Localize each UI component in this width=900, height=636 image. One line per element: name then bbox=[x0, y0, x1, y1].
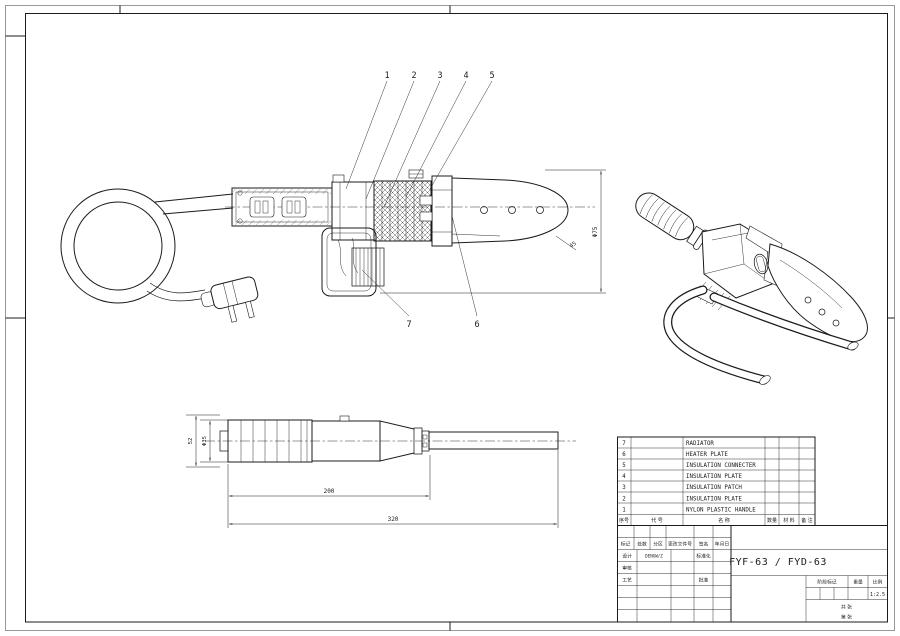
part-name: INSULATION CONNECTER bbox=[686, 463, 756, 469]
part-no: 2 bbox=[622, 496, 626, 502]
label-approve: 批准 bbox=[699, 577, 709, 584]
label-scale: 比例 bbox=[873, 579, 883, 586]
heater-plate bbox=[419, 175, 569, 247]
designer-name: DENGW/Z bbox=[645, 554, 663, 559]
handle-detail-view: Φ35 52 200 320 bbox=[186, 414, 576, 528]
iso-window bbox=[753, 253, 769, 275]
plate-hole bbox=[480, 206, 488, 214]
label-process: 工艺 bbox=[622, 578, 632, 584]
dim-label-200: 200 bbox=[324, 488, 335, 495]
stage-weight-scale: 阶段标记 重量 比例 1:2.5 共 张 第 张 bbox=[817, 579, 885, 621]
callout-6: 6 bbox=[474, 320, 479, 330]
part-no: 3 bbox=[622, 485, 626, 491]
dimension-200: 200 bbox=[227, 455, 431, 500]
title-block: 标记 处数 分区 更改文件号 签名 年月日 设计 DENGW/Z 标准化 审核 … bbox=[617, 525, 888, 623]
parts-rows: 7 RADIATOR 6 HEATER PLATE 5 INSULATION C… bbox=[622, 441, 756, 513]
dimension-body-height: 52 bbox=[186, 414, 220, 468]
power-cord bbox=[146, 282, 207, 302]
screw-icon bbox=[339, 415, 350, 422]
plug-prong bbox=[245, 300, 255, 319]
dim-label-overall: Φ75 bbox=[592, 226, 599, 237]
label-mark: 标记 bbox=[621, 541, 631, 548]
part-name: INSULATION PATCH bbox=[686, 485, 742, 491]
callout-2: 2 bbox=[411, 71, 416, 81]
plate-hole bbox=[804, 296, 812, 304]
plate-hole bbox=[818, 308, 826, 316]
isometric-view bbox=[635, 192, 868, 385]
iso-blade bbox=[767, 243, 868, 342]
label-zone: 分区 bbox=[653, 541, 663, 548]
part-no: 7 bbox=[622, 441, 626, 447]
parts-table: 7 RADIATOR 6 HEATER PLATE 5 INSULATION C… bbox=[617, 436, 816, 526]
scale-value: 1:2.5 bbox=[870, 592, 885, 598]
part-name: HEATER PLATE bbox=[686, 452, 728, 458]
screw-icon bbox=[237, 218, 243, 224]
screw-icon bbox=[237, 190, 243, 196]
revision-labels: 标记 处数 分区 更改文件号 签名 年月日 bbox=[621, 541, 730, 548]
bolt-icon bbox=[332, 174, 345, 183]
header-qty: 数量 bbox=[767, 517, 777, 524]
part-no: 1 bbox=[622, 507, 626, 513]
label-count: 处数 bbox=[637, 541, 647, 548]
insulation-stack bbox=[332, 169, 432, 242]
part-name: INSULATION PLATE bbox=[686, 474, 742, 480]
label-weight: 重量 bbox=[853, 579, 863, 586]
part-name: NYLON PLASTIC HANDLE bbox=[686, 507, 756, 513]
header-material: 材 料 bbox=[783, 517, 795, 524]
label-stage-mark: 阶段标记 bbox=[817, 579, 836, 586]
label-design: 设计 bbox=[622, 553, 632, 560]
iso-grip bbox=[635, 192, 709, 250]
label-changedoc: 更改文件号 bbox=[668, 541, 692, 548]
dim-label-320: 320 bbox=[388, 516, 399, 523]
part-no: 5 bbox=[622, 463, 626, 469]
label-check: 审核 bbox=[622, 565, 632, 572]
clip-icon bbox=[419, 195, 433, 206]
main-section-view: Φ75 45 1 2 3 4 5 7 6 bbox=[60, 71, 606, 330]
label-signature: 签名 bbox=[699, 541, 709, 548]
header-remark: 备 注 bbox=[801, 517, 813, 524]
dim-label-dia: Φ35 bbox=[202, 436, 208, 446]
dimension-320: 320 bbox=[227, 450, 559, 528]
parts-header-row: 序号 代 号 名 称 数量 材 料 备 注 bbox=[619, 517, 813, 524]
radiator-fins bbox=[351, 247, 385, 287]
callout-5: 5 bbox=[489, 71, 494, 81]
sheet-frame bbox=[5, 5, 895, 631]
part-no: 4 bbox=[622, 474, 626, 480]
heating-coil bbox=[60, 188, 234, 304]
dim-label-height: 52 bbox=[188, 438, 194, 445]
header-name: 名 称 bbox=[718, 517, 730, 524]
header-code: 代 号 bbox=[651, 517, 663, 524]
callout-3: 3 bbox=[437, 71, 442, 81]
label-date: 年月日 bbox=[715, 541, 729, 548]
plug-prong bbox=[227, 305, 238, 323]
power-plug bbox=[200, 276, 259, 323]
plate-hole bbox=[508, 206, 516, 214]
dimension-chamfer: 45 bbox=[555, 235, 578, 251]
clip-icon bbox=[419, 211, 433, 222]
dimension-handle-dia: Φ35 bbox=[200, 419, 228, 463]
callout-4: 4 bbox=[463, 71, 468, 81]
plate-hole bbox=[832, 319, 840, 327]
iso-handle-tubes bbox=[663, 285, 859, 385]
dimension-overall-height: Φ75 bbox=[380, 169, 606, 294]
callouts: 1 2 3 4 5 7 6 bbox=[345, 71, 495, 330]
label-standardize: 标准化 bbox=[696, 553, 711, 560]
plate-hole bbox=[536, 206, 544, 214]
callout-7: 7 bbox=[406, 320, 411, 330]
part-no: 6 bbox=[622, 452, 626, 458]
header-no: 序号 bbox=[619, 517, 629, 524]
part-name: INSULATION PLATE bbox=[686, 496, 742, 502]
label-sheets-total: 共 张 bbox=[841, 604, 852, 611]
handle-body bbox=[231, 187, 333, 227]
dim-label-chamfer: 45 bbox=[569, 241, 578, 250]
signature-labels: 设计 DENGW/Z 标准化 审核 工艺 批准 bbox=[622, 553, 711, 584]
part-name: RADIATOR bbox=[686, 441, 714, 447]
drawing-title: FYF-63 / FYD-63 bbox=[729, 557, 827, 568]
label-sheet-no: 第 张 bbox=[841, 614, 852, 621]
callout-1: 1 bbox=[384, 71, 389, 81]
